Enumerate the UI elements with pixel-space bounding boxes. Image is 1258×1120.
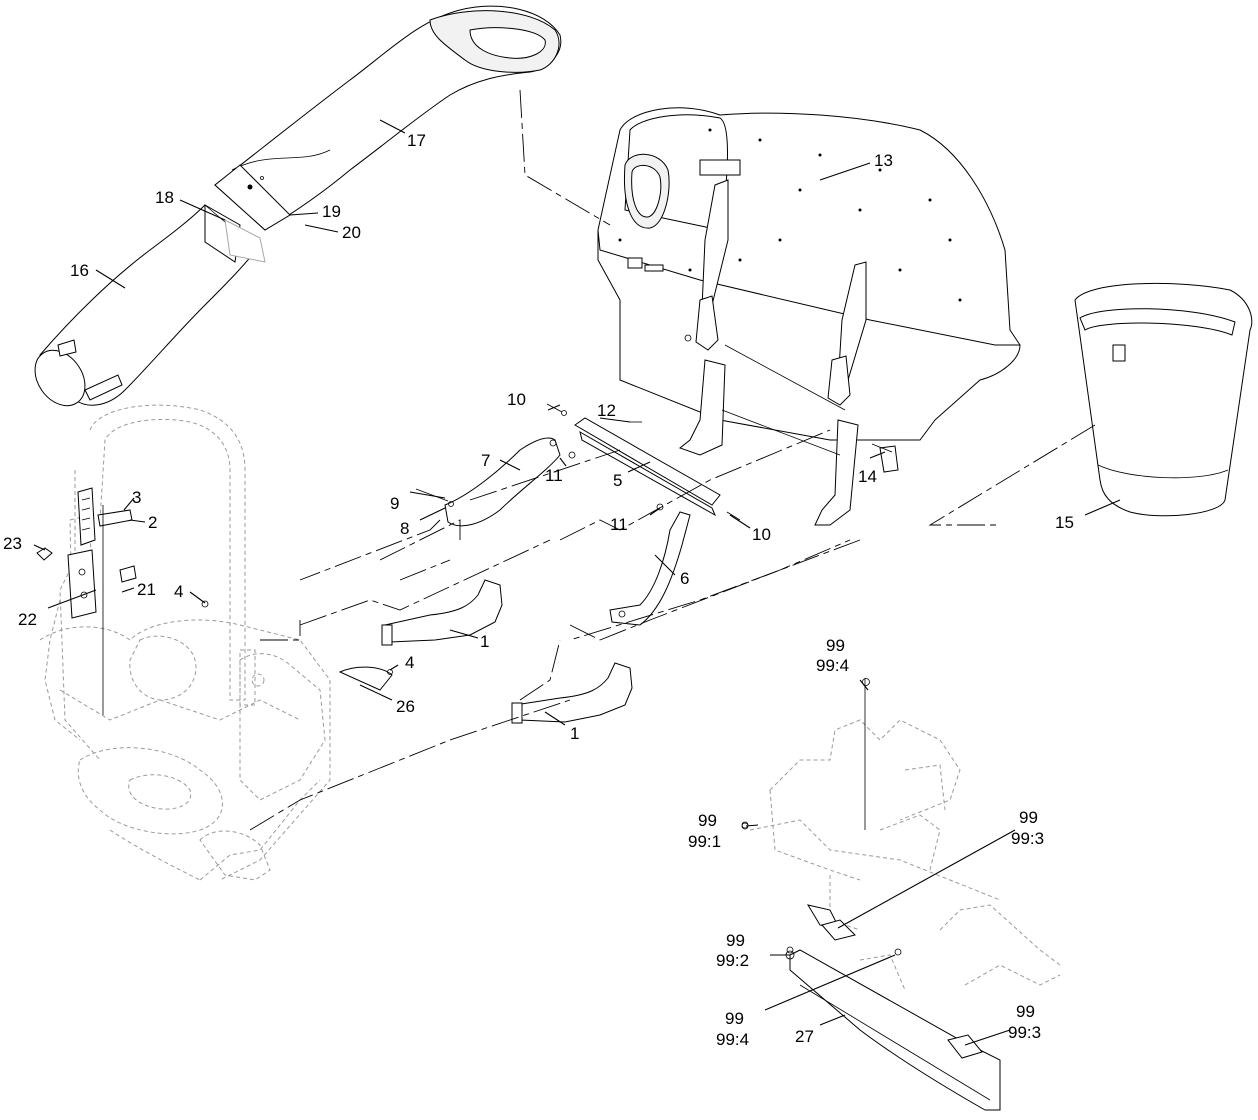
callout-99-b-sub: 99:1 xyxy=(688,832,721,851)
callout-99-f: 99 xyxy=(1016,1002,1035,1021)
callout-5: 5 xyxy=(613,471,622,490)
callout-1-bottom: 1 xyxy=(570,724,579,743)
deck-mount-detail xyxy=(741,678,1061,1111)
callout-3: 3 xyxy=(132,488,141,507)
hardware-markers xyxy=(201,403,893,954)
callout-11-top: 11 xyxy=(545,466,563,485)
callout-8: 8 xyxy=(400,519,409,538)
callout-10-top: 10 xyxy=(507,390,526,409)
callout-10-mid: 10 xyxy=(752,525,771,544)
callout-9: 9 xyxy=(390,494,399,513)
callout-2: 2 xyxy=(148,513,157,532)
callout-17: 17 xyxy=(407,131,426,150)
hopper-brackets xyxy=(678,179,899,526)
callout-99-a-sub: 99:4 xyxy=(816,656,849,675)
callout-13: 13 xyxy=(874,151,893,170)
callout-99-c-sub: 99:3 xyxy=(1011,829,1044,848)
callout-99-a: 99 xyxy=(826,636,845,655)
alignment-lines xyxy=(249,89,1096,831)
collection-bag xyxy=(1074,282,1253,517)
callout-labels: 17 13 18 19 20 16 10 12 7 11 5 9 8 11 10… xyxy=(3,131,1074,1049)
callout-16: 16 xyxy=(70,261,89,280)
callout-20: 20 xyxy=(342,223,361,242)
callout-11-mid: 11 xyxy=(610,515,628,534)
callout-99-e: 99 xyxy=(725,1009,744,1028)
callout-99-f-sub: 99:3 xyxy=(1008,1023,1041,1042)
callout-26: 26 xyxy=(396,697,415,716)
blower-tube xyxy=(214,5,562,231)
leader-lines xyxy=(33,119,1121,1046)
callout-23: 23 xyxy=(3,534,22,553)
callout-22: 22 xyxy=(18,610,37,629)
callout-15: 15 xyxy=(1055,513,1074,532)
grass-hopper xyxy=(597,107,1021,441)
mower-frame-ghost xyxy=(39,404,331,881)
callout-99-d-sub: 99:2 xyxy=(716,951,749,970)
callout-7: 7 xyxy=(481,451,490,470)
callout-18: 18 xyxy=(155,188,174,207)
callout-6: 6 xyxy=(680,569,689,588)
callout-4-mid: 4 xyxy=(405,653,414,672)
callout-99-e-sub: 99:4 xyxy=(716,1030,749,1049)
hopper-support-brackets xyxy=(444,417,721,626)
callout-4-top: 4 xyxy=(174,582,183,601)
callout-99-d: 99 xyxy=(726,931,745,950)
callout-99-c: 99 xyxy=(1019,808,1038,827)
callout-12: 12 xyxy=(597,401,616,420)
callout-21: 21 xyxy=(137,580,156,599)
rollbar-mount-plate xyxy=(36,487,137,715)
callout-19: 19 xyxy=(322,202,341,221)
callout-27: 27 xyxy=(795,1027,814,1046)
deflector-part xyxy=(338,666,393,691)
callout-1-top: 1 xyxy=(480,632,489,651)
callout-99-b: 99 xyxy=(698,811,717,830)
discharge-chute xyxy=(34,204,266,407)
callout-14: 14 xyxy=(858,467,877,486)
hitch-arms xyxy=(381,579,633,724)
